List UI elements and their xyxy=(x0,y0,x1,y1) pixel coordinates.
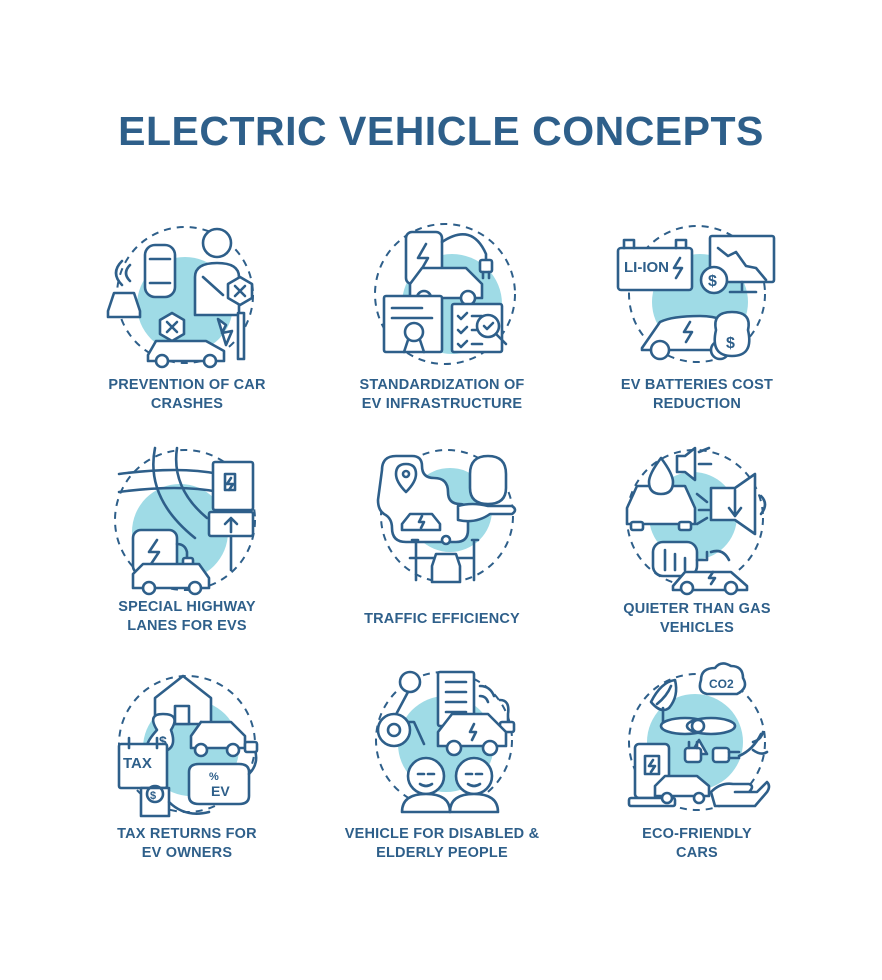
concept-label-traffic-efficiency: TRAFFIC EFFICIENCY xyxy=(364,611,520,627)
tax-return-icon: $ TAX $ % EV xyxy=(117,674,259,818)
svg-text:CO2: CO2 xyxy=(709,677,734,691)
car-crash-icon xyxy=(106,226,254,369)
eco-friendly-icon: CO2 xyxy=(627,662,771,811)
svg-text:LI-ION: LI-ION xyxy=(624,259,669,276)
accessible-vehicle-icon xyxy=(375,670,516,814)
highway-lane-icon xyxy=(114,446,256,596)
ev-infrastructure-icon xyxy=(374,223,516,365)
battery-cost-icon: LI-ION $ $ xyxy=(616,225,776,363)
svg-text:$: $ xyxy=(150,790,156,802)
page-title: ELECTRIC VEHICLE CONCEPTS xyxy=(118,108,764,154)
svg-text:EV: EV xyxy=(211,783,230,799)
quiet-vehicle-icon xyxy=(625,446,767,596)
svg-text:$: $ xyxy=(708,273,717,290)
svg-text:$: $ xyxy=(726,335,735,352)
traffic-efficiency-icon xyxy=(376,449,517,584)
svg-text:%: % xyxy=(209,771,219,783)
concept-label-vehicle-for-disabled-and-elderly-people: VEHICLE FOR DISABLED &ELDERLY PEOPLE xyxy=(344,826,540,861)
svg-text:$: $ xyxy=(159,733,167,749)
svg-text:TAX: TAX xyxy=(123,755,152,772)
